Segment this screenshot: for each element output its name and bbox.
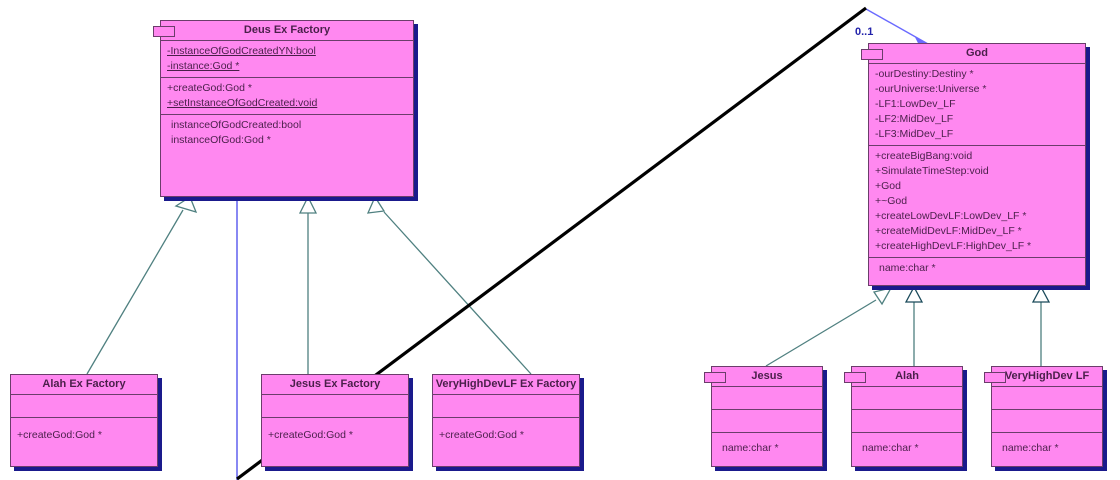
class-member: +createGod:God *: [268, 429, 353, 441]
class-member: -ourDestiny:Destiny *: [875, 68, 974, 80]
class-operations-compartment: [992, 410, 1102, 433]
class-member: +createGod:God *: [167, 82, 252, 94]
class-box-veryhighdevlf-ex-factory[interactable]: VeryHighDevLF Ex Factory +createGod:God …: [432, 374, 580, 467]
class-title: Alah: [852, 367, 962, 387]
class-member: +createHighDevLF:HighDev_LF *: [875, 240, 1032, 252]
class-operations-compartment: +createGod:God *: [262, 418, 408, 446]
class-member: +createMidDevLF:MidDev_LF *: [875, 225, 1022, 237]
class-member: -ourUniverse:Universe *: [875, 83, 987, 95]
class-extra-compartment: name:char *: [712, 433, 822, 459]
class-operations-compartment: +createGod:God *: [433, 418, 579, 446]
class-member: -LF1:LowDev_LF: [875, 98, 956, 110]
class-operations-compartment: [712, 410, 822, 433]
multiplicity-label-0-1: 0..1: [855, 26, 874, 38]
class-member: name:char *: [722, 442, 779, 454]
class-tab-icon: [153, 26, 175, 37]
class-extra-compartment: name:char *: [992, 433, 1102, 459]
class-extra-compartment: name:char *: [869, 258, 1085, 279]
class-attributes-compartment: [262, 395, 408, 418]
class-box-jesus-ex-factory[interactable]: Jesus Ex Factory +createGod:God *: [261, 374, 409, 467]
class-attributes-compartment: [433, 395, 579, 418]
class-member: +setInstanceOfGodCreated:void: [167, 97, 318, 109]
generalization-veryhighdevlf-exfactory-to-deus: [366, 195, 532, 375]
class-title: Jesus: [712, 367, 822, 387]
class-member: instanceOfGodCreated:bool: [171, 119, 302, 131]
generalization-alah-exfactory-to-deus: [86, 196, 198, 375]
class-operations-compartment: +createGod:God * +setInstanceOfGodCreate…: [161, 78, 413, 115]
class-member: instanceOfGod:God *: [171, 134, 271, 146]
class-attributes-compartment: [11, 395, 157, 418]
class-operations-compartment: [852, 410, 962, 433]
class-title: Alah Ex Factory: [11, 375, 157, 395]
class-tab-icon: [704, 372, 726, 383]
class-tab-icon: [984, 372, 1006, 383]
class-box-alah[interactable]: Alah name:char *: [844, 366, 963, 467]
class-member: name:char *: [1002, 442, 1059, 454]
class-attributes-compartment: [852, 387, 962, 410]
class-attributes-compartment: [992, 387, 1102, 410]
class-box-jesus[interactable]: Jesus name:char *: [704, 366, 823, 467]
class-member: +God: [875, 180, 901, 192]
class-title: VeryHighDev LF: [992, 367, 1102, 387]
class-member: +createGod:God *: [17, 429, 102, 441]
class-attributes-compartment: -InstanceOfGodCreatedYN:bool -instance:G…: [161, 41, 413, 78]
class-member: -instance:God *: [167, 60, 240, 72]
class-member: name:char *: [879, 262, 936, 274]
class-member: +createLowDevLF:LowDev_LF *: [875, 210, 1027, 222]
class-title: Jesus Ex Factory: [262, 375, 408, 395]
class-operations-compartment: +createGod:God *: [11, 418, 157, 446]
class-tab-icon: [861, 49, 883, 60]
class-box-alah-ex-factory[interactable]: Alah Ex Factory +createGod:God *: [10, 374, 158, 467]
class-extra-compartment: instanceOfGodCreated:bool instanceOfGod:…: [161, 115, 413, 151]
class-member: -LF3:MidDev_LF: [875, 128, 954, 140]
class-member: +SimulateTimeStep:void: [875, 165, 989, 177]
class-member: +~God: [875, 195, 908, 207]
class-box-veryhighdev-lf[interactable]: VeryHighDev LF name:char *: [984, 366, 1103, 467]
class-box-deus-ex-factory[interactable]: Deus Ex Factory -InstanceOfGodCreatedYN:…: [153, 20, 414, 197]
generalization-veryhighdevlf-to-god: [1031, 285, 1051, 366]
class-attributes-compartment: [712, 387, 822, 410]
class-member: -InstanceOfGodCreatedYN:bool: [167, 45, 316, 57]
class-member: name:char *: [862, 442, 919, 454]
class-title: God: [869, 44, 1085, 64]
class-title: Deus Ex Factory: [161, 21, 413, 41]
generalization-jesus-exfactory-to-deus: [298, 195, 318, 374]
class-operations-compartment: +createBigBang:void +SimulateTimeStep:vo…: [869, 146, 1085, 258]
class-member: +createGod:God *: [439, 429, 524, 441]
class-tab-icon: [844, 372, 866, 383]
class-title: VeryHighDevLF Ex Factory: [433, 375, 579, 395]
class-extra-compartment: name:char *: [852, 433, 962, 459]
class-member: +createBigBang:void: [875, 150, 973, 162]
class-attributes-compartment: -ourDestiny:Destiny * -ourUniverse:Unive…: [869, 64, 1085, 146]
class-member: -LF2:MidDev_LF: [875, 113, 954, 125]
generalization-alah-to-god: [904, 285, 924, 366]
generalization-jesus-to-god: [765, 287, 893, 367]
class-box-god[interactable]: God -ourDestiny:Destiny * -ourUniverse:U…: [861, 43, 1086, 286]
